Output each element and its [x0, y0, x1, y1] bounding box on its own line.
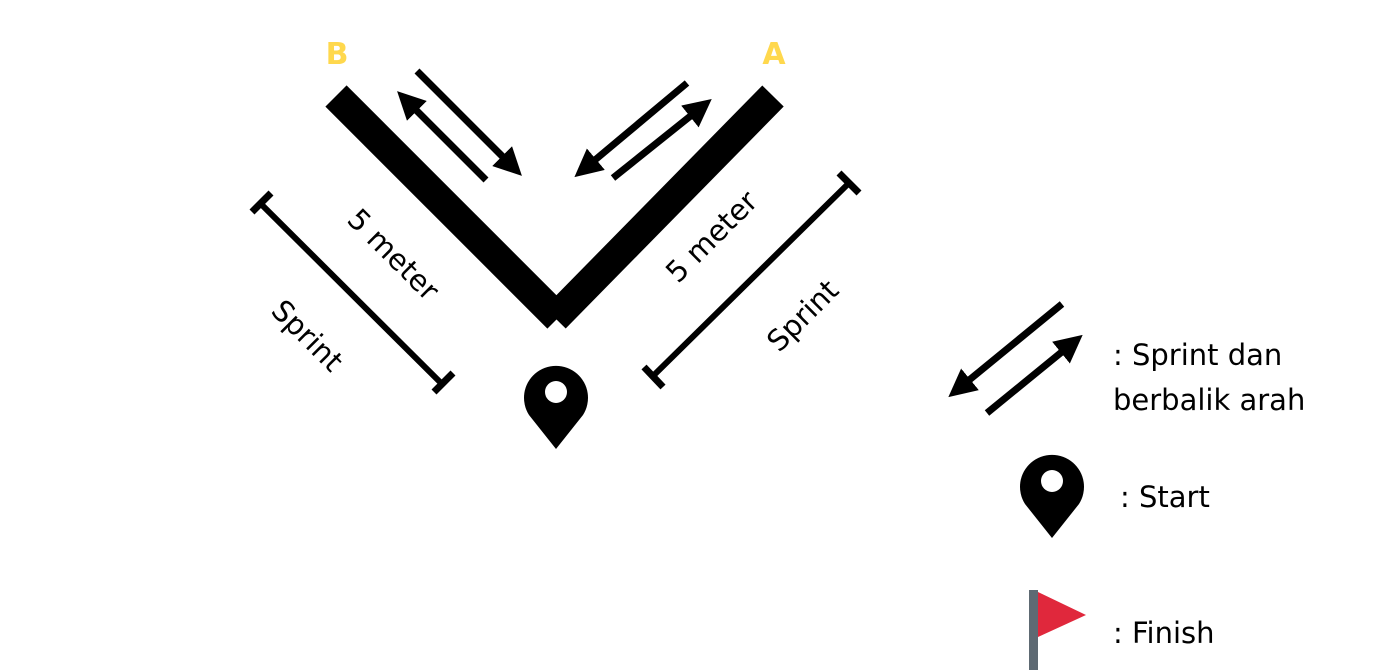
sprint-bracket-right [641, 170, 862, 390]
lane-left [325, 85, 569, 329]
sprint-bracket-left [249, 190, 456, 395]
legend-finish-label: : Finish [1113, 616, 1215, 650]
distance-label-left: 5 meter [341, 202, 446, 307]
corner-label-b: B [326, 37, 349, 72]
legend-sprint-item: : Sprint dan berbalik arah [948, 301, 1305, 417]
legend-sprint-line2: berbalik arah [1113, 383, 1305, 417]
v-lanes [325, 85, 784, 329]
corner-label-a: A [762, 37, 786, 72]
legend-finish-item: : Finish [1029, 590, 1215, 670]
flag-icon [1029, 590, 1086, 670]
arrow-pair-left [397, 68, 522, 183]
map-pin-icon [1019, 454, 1084, 538]
legend-start-label: : Start [1120, 480, 1210, 514]
sprint-label-left: Sprint [265, 293, 350, 378]
arrow-right-up [610, 99, 712, 181]
arrow-pair-right [574, 80, 712, 181]
legend-start-item: : Start [1019, 454, 1210, 538]
lane-right [544, 85, 784, 329]
sprint-label-right: Sprint [760, 273, 845, 358]
arrow-right-down [574, 80, 690, 178]
legend-sprint-line1: : Sprint dan [1113, 338, 1282, 372]
map-pin-icon [524, 365, 588, 449]
double-arrow-icon [948, 301, 1083, 416]
arrow-left-up [397, 91, 489, 183]
arrow-left-down [414, 68, 522, 176]
